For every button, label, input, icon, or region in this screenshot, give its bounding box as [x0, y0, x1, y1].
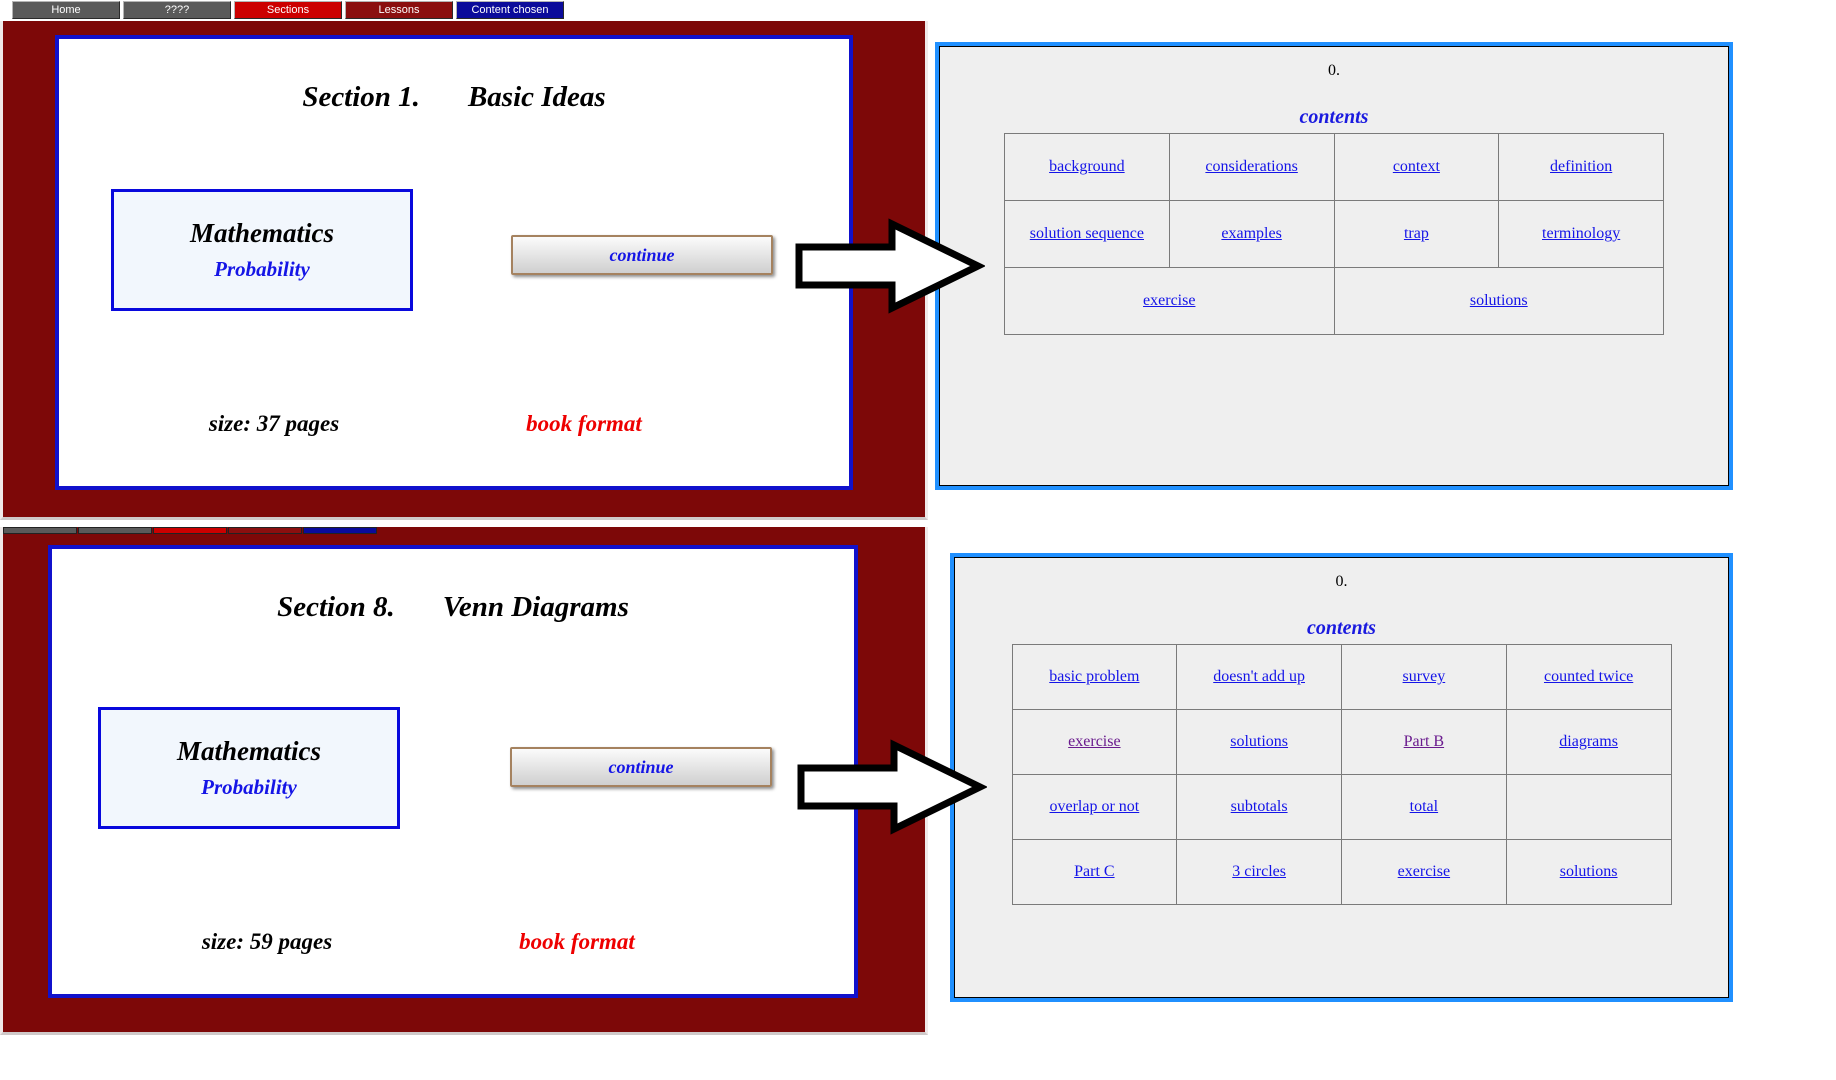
book-format-label: book format: [526, 411, 642, 436]
contents-link-exercise[interactable]: exercise: [1068, 733, 1121, 750]
section-window-2: Section 8. Venn Diagrams Mathematics Prob…: [0, 527, 928, 1035]
nav-sections-button[interactable]: Sections: [234, 1, 342, 19]
table-row: Part C 3 circles exercise solutions: [1011, 839, 1672, 905]
contents-link-definition[interactable]: definition: [1550, 158, 1613, 175]
contents-heading: contents: [1307, 617, 1376, 639]
contents-link-solution-sequence[interactable]: solution sequence: [1029, 225, 1144, 242]
mini-nav-home[interactable]: [3, 527, 77, 534]
contents-link-basic-problem[interactable]: basic problem: [1049, 668, 1140, 685]
mini-nav-sections[interactable]: [153, 527, 227, 534]
table-row: background considerations context defini…: [1004, 133, 1664, 201]
subject-box: Mathematics Probability: [111, 189, 413, 311]
contents-link-survey[interactable]: survey: [1402, 668, 1446, 685]
mini-nav-strip: [3, 527, 377, 534]
contents-link-terminology[interactable]: terminology: [1542, 225, 1621, 242]
mini-nav-content-chosen[interactable]: [303, 527, 377, 534]
contents-link-counted-twice[interactable]: counted twice: [1543, 668, 1634, 685]
section-number: Section 1.: [302, 81, 420, 113]
contents-link-solutions[interactable]: solutions: [1230, 733, 1289, 750]
subject-label: Mathematics: [176, 736, 321, 766]
section-number: Section 8.: [277, 591, 395, 623]
size-label: size: 37 pages: [208, 411, 340, 436]
contents-link-doesnt-add-up[interactable]: doesn't add up: [1213, 668, 1305, 685]
arrow-right-icon: [797, 739, 987, 835]
contents-link-considerations[interactable]: considerations: [1205, 158, 1298, 175]
topic-label: Probability: [201, 775, 297, 799]
mini-nav-lessons[interactable]: [228, 527, 302, 534]
section-window-1: Section 1. Basic Ideas Mathematics Probab…: [0, 21, 928, 520]
contents-link-diagrams[interactable]: diagrams: [1559, 733, 1618, 750]
contents-link-exercise[interactable]: exercise: [1143, 292, 1196, 309]
subject-box: Mathematics Probability: [98, 707, 400, 829]
nav-home-button[interactable]: Home: [12, 1, 120, 19]
nav-content-chosen-button[interactable]: Content chosen: [456, 1, 564, 19]
topic-label: Probability: [214, 257, 310, 281]
contents-link-solutions2[interactable]: solutions: [1559, 863, 1618, 880]
section-name: Basic Ideas: [467, 81, 606, 113]
table-row: exercise solutions: [1004, 267, 1664, 335]
mini-nav-unknown[interactable]: [78, 527, 152, 534]
page-number: 0.: [1328, 62, 1340, 79]
contents-link-examples[interactable]: examples: [1221, 225, 1282, 242]
contents-link-total[interactable]: total: [1409, 798, 1439, 815]
continue-button[interactable]: continue: [510, 747, 772, 787]
contents-link-trap[interactable]: trap: [1403, 225, 1429, 242]
book-format-label: book format: [519, 929, 635, 954]
section-title: Section 8. Venn Diagrams: [52, 591, 854, 624]
contents-link-overlap-or-not[interactable]: overlap or not: [1049, 798, 1140, 815]
section-card-1: Section 1. Basic Ideas Mathematics Probab…: [55, 35, 853, 490]
table-row: basic problem doesn't add up survey coun…: [1011, 644, 1672, 710]
arrow-right-icon: [795, 218, 985, 314]
contents-link-background[interactable]: background: [1049, 158, 1125, 175]
contents-panel-2: 0. contents basic problem doesn't add up…: [950, 553, 1733, 1002]
contents-link-part-c[interactable]: Part C: [1074, 863, 1115, 880]
contents-table: basic problem doesn't add up survey coun…: [1011, 644, 1672, 905]
page-number: 0.: [1335, 573, 1348, 590]
section-name: Venn Diagrams: [442, 591, 629, 623]
table-row: overlap or not subtotals total: [1011, 774, 1672, 840]
section-card-2: Section 8. Venn Diagrams Mathematics Prob…: [48, 545, 858, 998]
size-label: size: 59 pages: [201, 929, 333, 954]
nav-unknown-button[interactable]: ????: [123, 1, 231, 19]
contents-link-context[interactable]: context: [1392, 158, 1440, 175]
nav-lessons-button[interactable]: Lessons: [345, 1, 453, 19]
contents-link-subtotals[interactable]: subtotals: [1230, 798, 1288, 815]
contents-panel-1: 0. contents background considerations co…: [935, 42, 1733, 490]
table-cell-empty: [1505, 774, 1672, 840]
contents-heading: contents: [1299, 106, 1369, 128]
contents-table: background considerations context defini…: [1004, 133, 1664, 335]
main-nav-bar: Home ???? Sections Lessons Content chose…: [12, 1, 564, 19]
table-row: exercise solutions Part B diagrams: [1011, 709, 1672, 775]
table-row: solution sequence examples trap terminol…: [1004, 200, 1664, 268]
contents-link-part-b[interactable]: Part B: [1403, 733, 1445, 750]
continue-button[interactable]: continue: [511, 235, 773, 275]
contents-link-solutions[interactable]: solutions: [1469, 292, 1528, 309]
contents-link-exercise2[interactable]: exercise: [1397, 863, 1451, 880]
subject-label: Mathematics: [189, 218, 334, 248]
contents-link-3-circles[interactable]: 3 circles: [1232, 863, 1286, 880]
section-title: Section 1. Basic Ideas: [59, 81, 849, 114]
